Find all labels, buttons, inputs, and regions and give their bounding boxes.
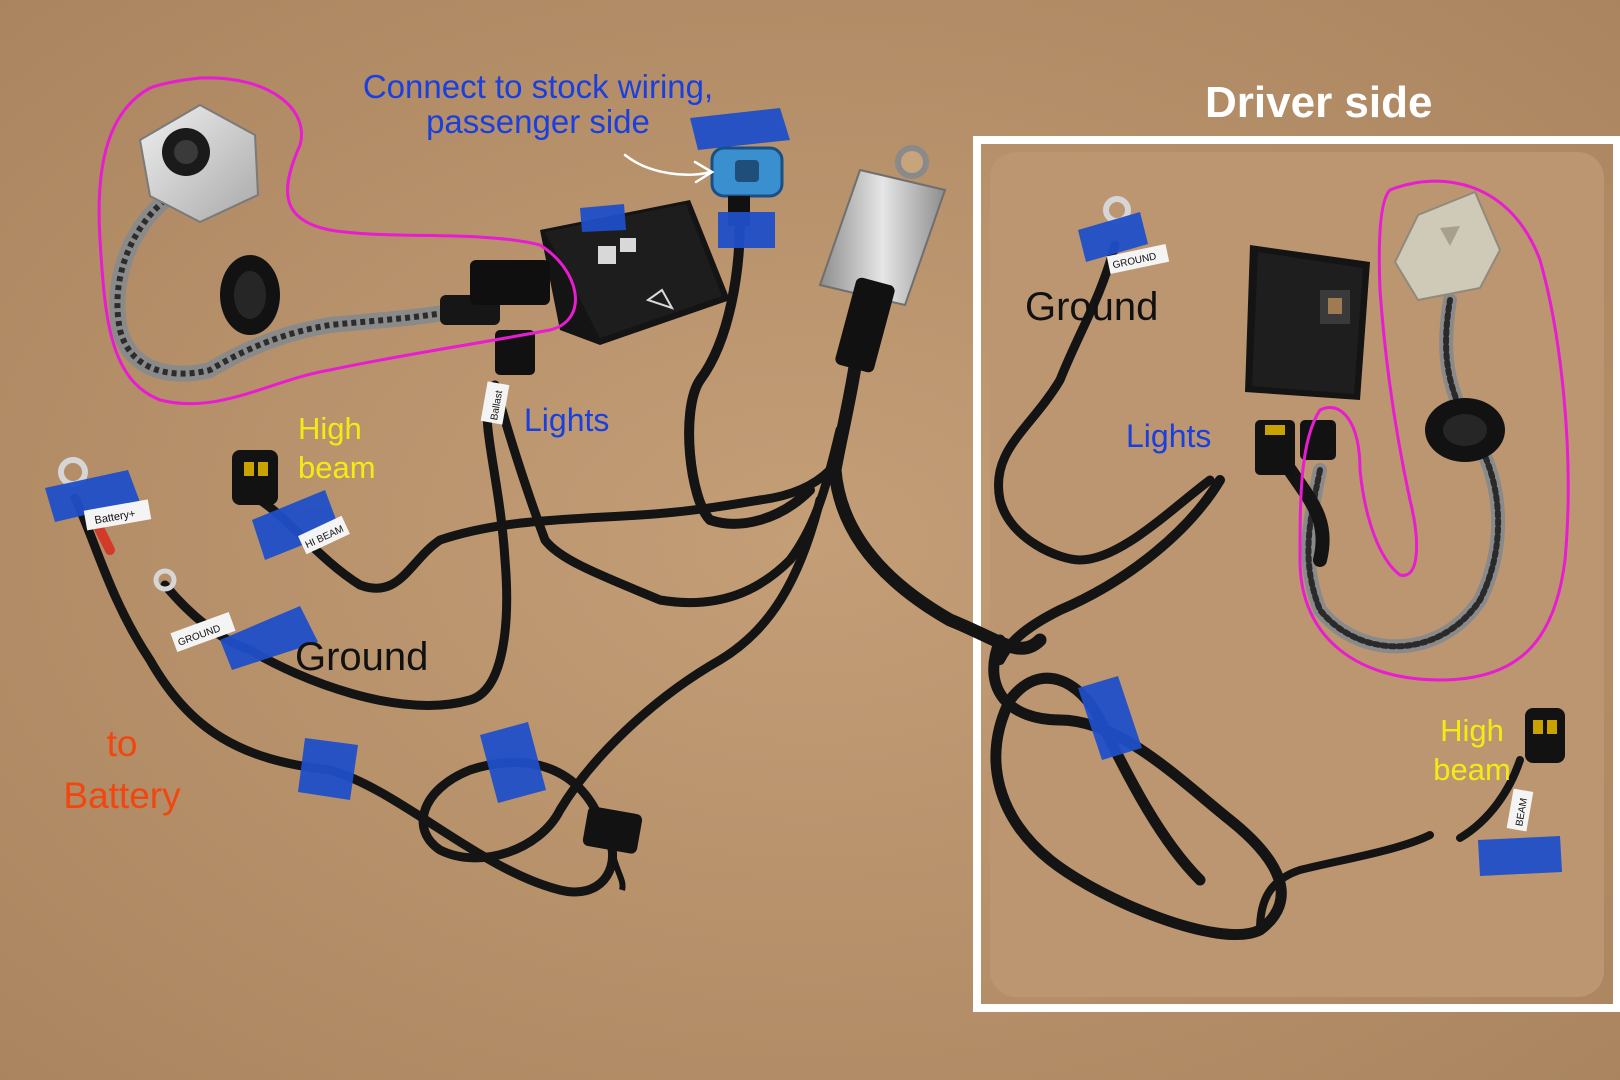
label-lights-left: Lights <box>524 402 610 438</box>
label-high-beam-left: High beam <box>298 411 376 485</box>
driver-igniter-outline <box>1298 179 1570 682</box>
tag-ballast: Ballast <box>489 389 505 421</box>
label-ground-right: Ground <box>1025 285 1159 329</box>
driver-igniter <box>1393 190 1505 462</box>
label-lights-right: Lights <box>1126 418 1212 454</box>
label-ground-left: Ground <box>295 635 429 679</box>
ground-ring-terminal-left <box>153 568 177 592</box>
label-stock-wiring: Connect to stock wiring, passenger side <box>362 68 714 140</box>
label-to-battery: to Battery <box>63 723 181 816</box>
passenger-igniter-outline <box>97 76 577 406</box>
blue-tape <box>45 108 1562 876</box>
high-beam-connector-left <box>232 450 278 505</box>
right-harness-wires <box>994 240 1524 934</box>
high-beam-connector-right <box>1525 708 1565 763</box>
passenger-ballast <box>470 200 730 375</box>
fuse-holder <box>582 806 643 891</box>
driver-ballast <box>1245 245 1370 475</box>
passenger-igniter <box>109 103 500 382</box>
label-driver-side: Driver side <box>1205 78 1433 127</box>
aluminum-module <box>818 145 947 373</box>
label-high-beam-right: High beam <box>1433 713 1511 787</box>
stock-connector <box>710 146 784 226</box>
driver-side-frame <box>973 136 1620 1012</box>
arrow-icon <box>623 153 715 184</box>
wire-tags: Battery+ GROUND HI BEAM Ballast GROUND B… <box>83 243 1534 832</box>
tag-beam-right: BEAM <box>1514 797 1530 827</box>
